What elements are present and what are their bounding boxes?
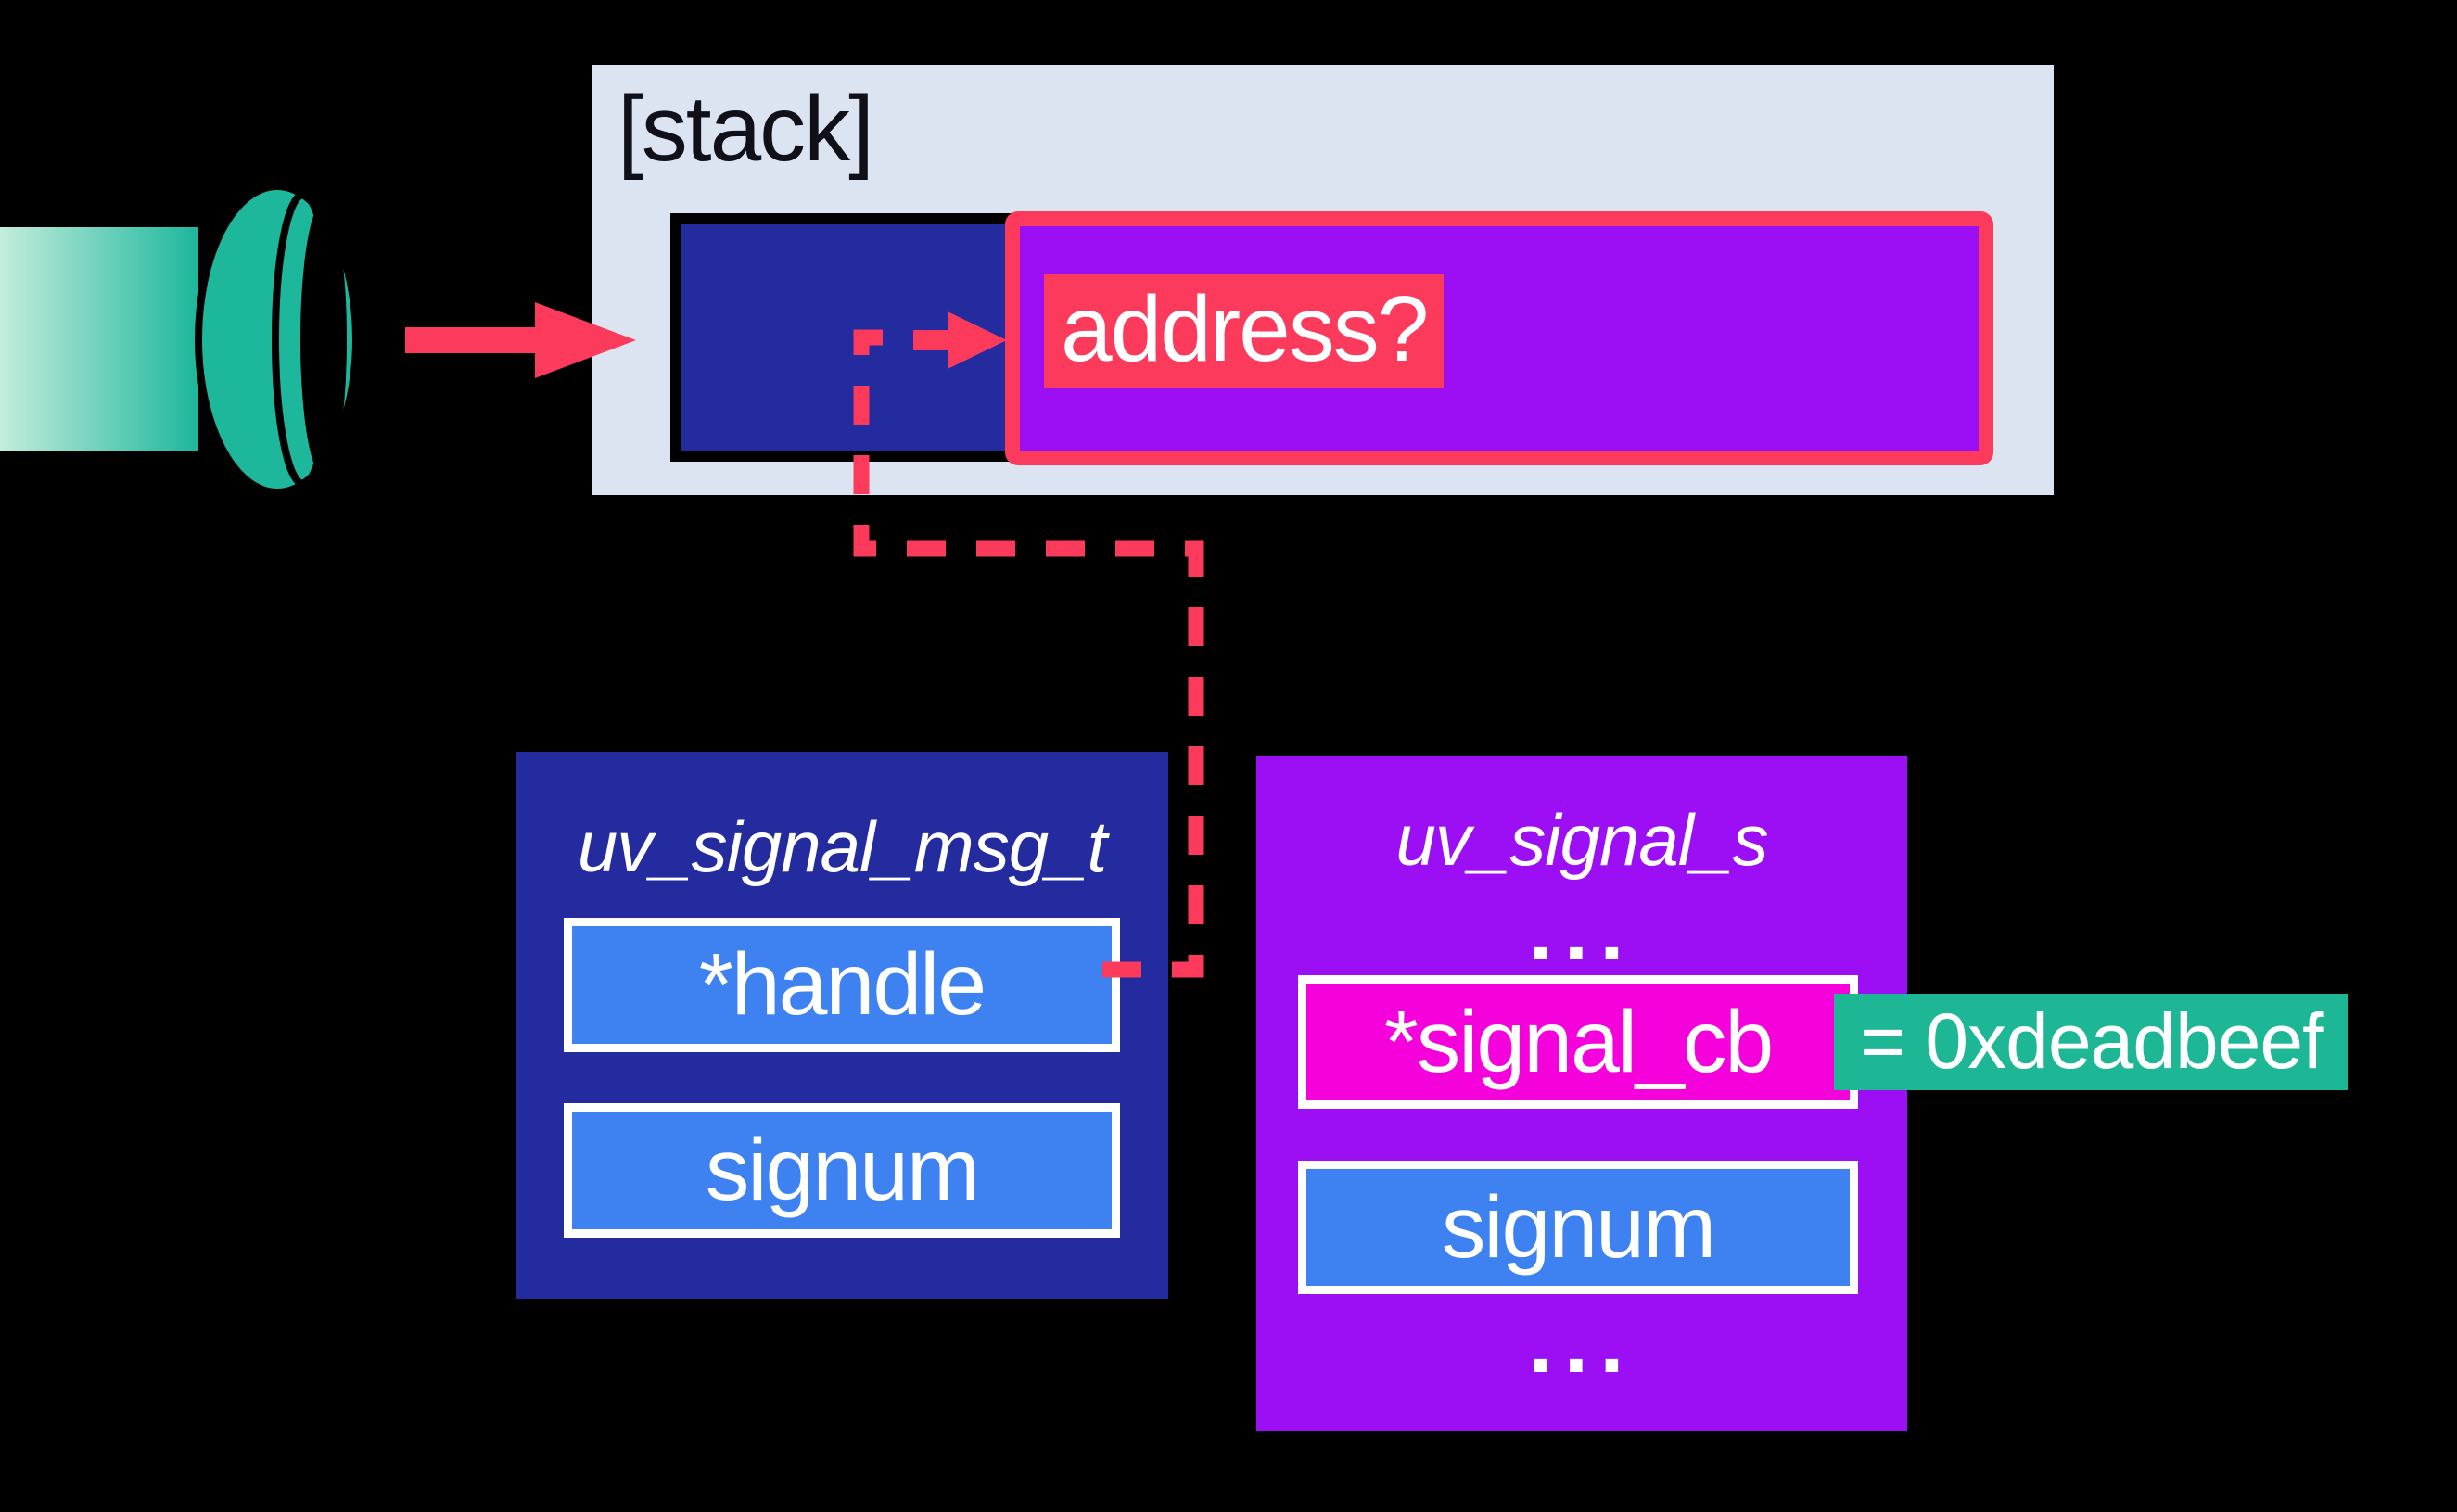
stack-title: [stack] [617,77,874,181]
address-question-label: address? [1044,274,1445,388]
flashlight-opening [300,202,347,476]
uv-signal-msg-t-struct: uv_signal_msg_t *handle signum [516,752,1168,1299]
field-handle-label: *handle [698,935,987,1034]
field-signum-signal: signum [1298,1161,1858,1294]
field-signal-cb: *signal_cb [1298,975,1858,1109]
field-handle: *handle [564,918,1120,1052]
flashlight-body [0,227,198,451]
field-signum-msg: signum [564,1103,1120,1238]
struct-title-msg: uv_signal_msg_t [577,806,1107,887]
uv-signal-s-struct: uv_signal_s ... *signal_cb signum ... [1256,756,1907,1431]
stack-slot-pointer [670,213,1020,462]
flashlight-rim-outer [195,183,360,496]
struct-title-signal: uv_signal_s [1395,799,1769,881]
ellipsis-bottom: ... [1528,1293,1636,1391]
ellipsis-top: ... [1528,881,1636,979]
field-signum-msg-label: signum [705,1121,980,1219]
deadbeef-value-tag: = 0xdeadbeef [1834,994,2348,1090]
flashlight-rim-contour [272,191,335,488]
stack-slot-overflow: address? [1005,211,1993,465]
stack-panel: [stack] address? [592,65,2054,495]
field-signal-cb-label: *signal_cb [1383,992,1774,1091]
field-signum-signal-label: signum [1441,1177,1716,1277]
